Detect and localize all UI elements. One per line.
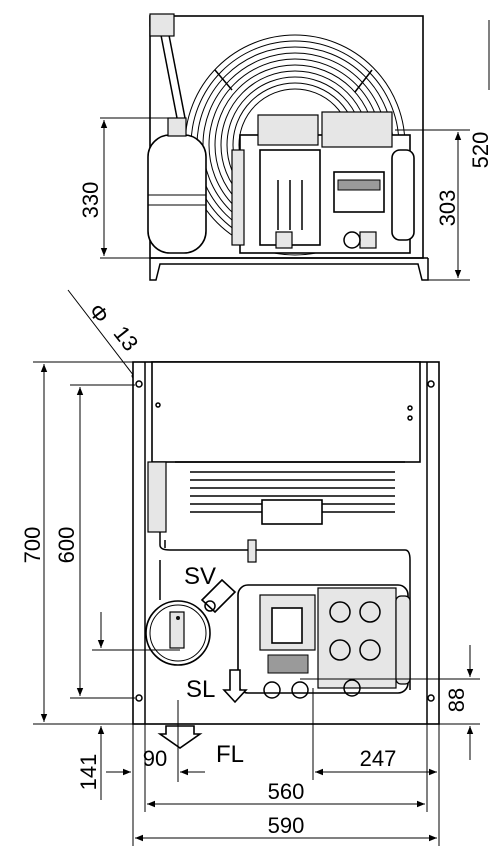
suction-line-arrow <box>222 669 248 704</box>
top-base-frame <box>149 258 429 281</box>
fan-shroud-panel <box>151 361 421 463</box>
dim-700: 700 <box>20 527 45 564</box>
dim-330: 330 <box>78 182 103 219</box>
dim-90: 90 <box>143 746 167 771</box>
label-sv: SV <box>184 563 216 590</box>
hole-callout: Φ 13 <box>67 289 144 379</box>
dim-590: 590 <box>268 813 305 838</box>
dim-560: 560 <box>268 779 305 804</box>
compressor-plan <box>237 584 411 699</box>
dim-600: 600 <box>54 527 79 564</box>
top-dimensions: 330 303 520 <box>78 20 493 281</box>
receiver-tank <box>147 13 207 254</box>
compressor-top <box>231 111 415 254</box>
flow-arrow <box>157 725 203 749</box>
dim-247: 247 <box>360 746 397 771</box>
top-view: 330 303 520 <box>78 13 493 281</box>
receiver-plan <box>145 600 211 666</box>
front-dimensions: 700 600 141 88 90 247 560 590 <box>20 361 480 846</box>
dim-141: 141 <box>76 754 101 791</box>
dim-88: 88 <box>444 688 469 712</box>
label-fl: FL <box>216 741 244 768</box>
fan-grille <box>175 461 405 525</box>
dim-303: 303 <box>435 190 460 227</box>
hole-diameter-value: 13 <box>109 321 144 356</box>
hole-diameter-symbol: Φ <box>84 299 115 328</box>
label-sl: SL <box>186 676 215 703</box>
dim-520: 520 <box>468 132 493 169</box>
front-view: SV SL FL <box>132 361 440 768</box>
service-valve <box>200 578 237 614</box>
suction-pipe <box>159 532 411 690</box>
